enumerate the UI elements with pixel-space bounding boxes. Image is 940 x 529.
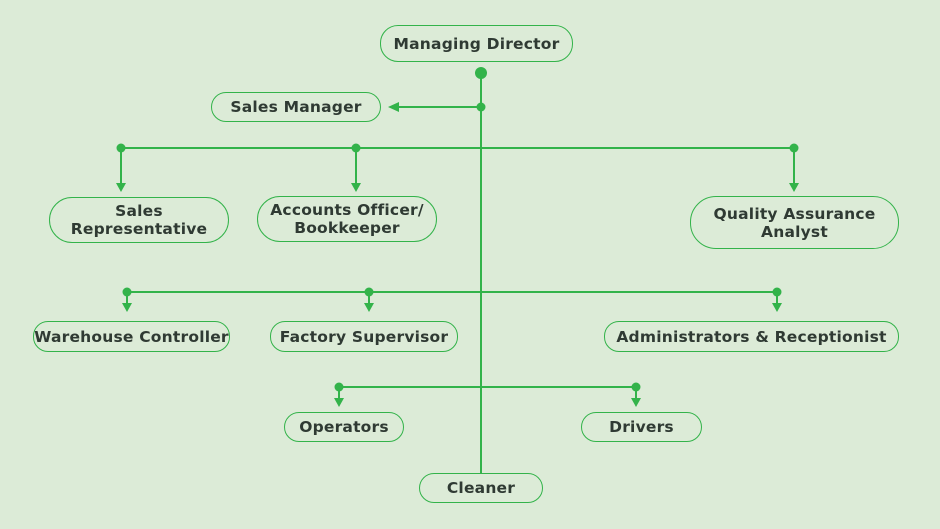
junction-dot	[772, 287, 782, 297]
arrowhead-down	[789, 183, 799, 192]
junction-dot	[351, 143, 361, 153]
arrowhead-down	[351, 183, 361, 192]
junction-dot	[476, 102, 486, 112]
node-operators: Operators	[284, 412, 404, 442]
node-warehouse-controller: Warehouse Controller	[33, 321, 230, 352]
node-drivers: Drivers	[581, 412, 702, 442]
node-sales-manager: Sales Manager	[211, 92, 381, 122]
node-quality-assurance: Quality Assurance Analyst	[690, 196, 899, 249]
junction-dot	[789, 143, 799, 153]
node-managing-director: Managing Director	[380, 25, 573, 62]
arrowhead-down	[631, 398, 641, 407]
node-cleaner: Cleaner	[419, 473, 543, 503]
node-sales-representative: Sales Representative	[49, 197, 229, 243]
junction-dot	[475, 67, 487, 79]
arrowhead-down	[116, 183, 126, 192]
arrowhead-down	[772, 303, 782, 312]
arrowhead-down	[364, 303, 374, 312]
arrowhead-down	[334, 398, 344, 407]
junction-dot	[631, 382, 641, 392]
arrowhead-down	[122, 303, 132, 312]
node-accounts-officer: Accounts Officer/ Bookkeeper	[257, 196, 437, 242]
node-factory-supervisor: Factory Supervisor	[270, 321, 458, 352]
node-administrators: Administrators & Receptionist	[604, 321, 899, 352]
junction-dot	[116, 143, 126, 153]
junction-dot	[122, 287, 132, 297]
junction-dot	[334, 382, 344, 392]
junction-dot	[364, 287, 374, 297]
arrowhead-left	[388, 102, 399, 112]
